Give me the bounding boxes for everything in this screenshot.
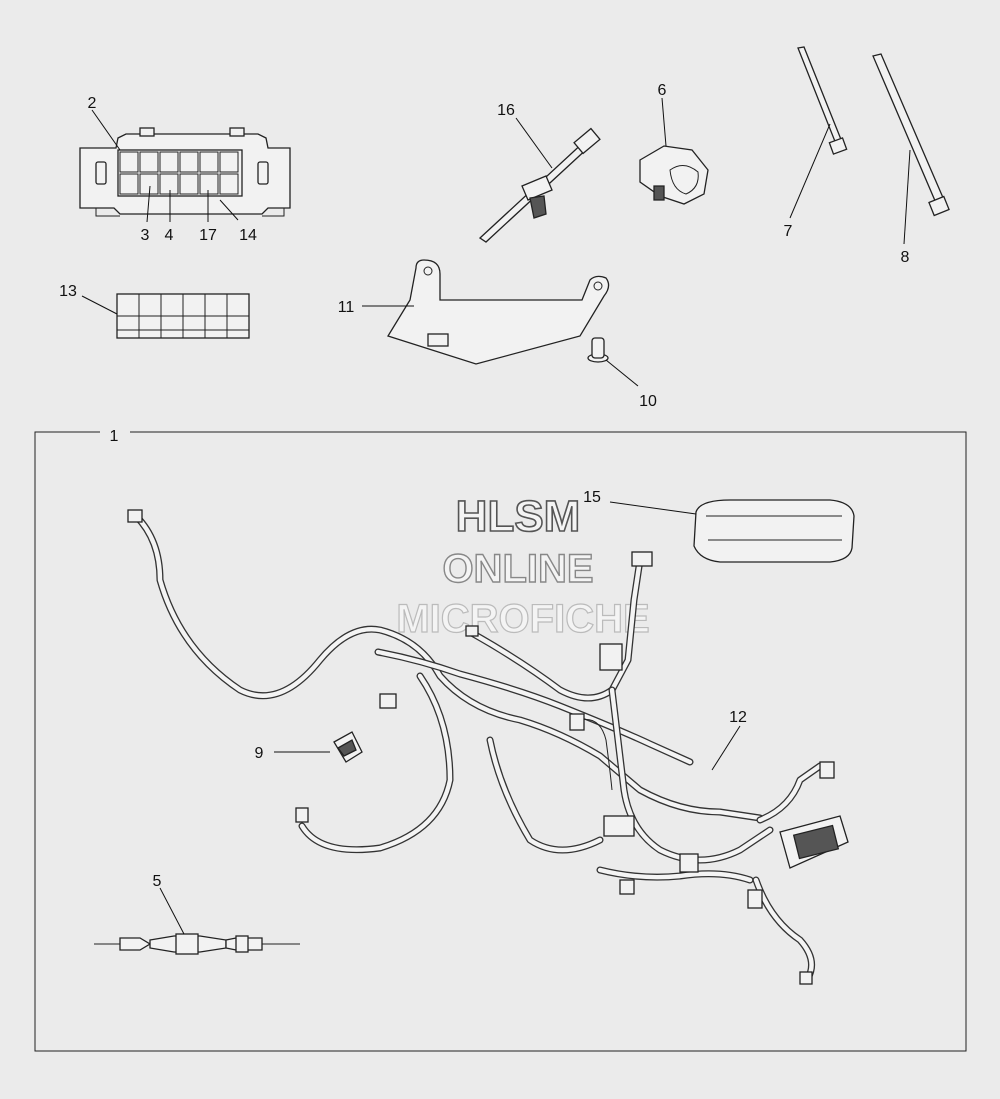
watermark-line-1: HLSM [456, 492, 581, 541]
callout-5: 5 [153, 873, 162, 890]
part-15-cover[interactable] [693, 499, 855, 563]
callout-1: 1 [110, 428, 119, 445]
part-2-relay-box[interactable] [79, 127, 291, 217]
part-7-cable-tie[interactable] [797, 46, 848, 155]
callout-14: 14 [239, 227, 257, 244]
callout-6: 6 [658, 82, 667, 99]
callout-13: 13 [59, 283, 77, 300]
callout-15: 15 [583, 489, 601, 506]
callout-4: 4 [165, 227, 174, 244]
part-5-inline-fuse-holder[interactable] [94, 933, 300, 955]
harness-assembly-frame [34, 431, 967, 1052]
callout-2: 2 [88, 95, 97, 112]
callout-16: 16 [497, 102, 515, 119]
watermark: HLSM ONLINE MICROFICHE [396, 491, 651, 641]
part-10-push-pin[interactable] [587, 337, 609, 363]
callout-17: 17 [199, 227, 217, 244]
part-16-cable-tie-mount[interactable] [478, 127, 601, 243]
callout-10: 10 [639, 393, 657, 410]
callout-9: 9 [255, 745, 264, 762]
relay-grid [117, 149, 243, 197]
part-9-connector[interactable] [333, 731, 363, 763]
part-13-fuse-label[interactable] [116, 293, 250, 339]
part-11-bracket[interactable] [387, 259, 610, 365]
leader-lines [81, 97, 911, 935]
part-6-harness-clip[interactable] [639, 145, 709, 205]
callout-11: 11 [338, 299, 355, 316]
callout-7: 7 [784, 223, 793, 240]
main-wiring-harness[interactable] [127, 509, 849, 985]
watermark-line-3: MICROFICHE [396, 597, 649, 641]
callout-12: 12 [729, 709, 747, 726]
callout-3: 3 [141, 227, 150, 244]
callouts: 1 2 3 4 5 6 7 8 9 10 11 12 13 14 15 16 1… [59, 82, 909, 890]
watermark-line-2: ONLINE [442, 547, 593, 591]
part-8-cable-tie-long[interactable] [872, 53, 950, 217]
callout-8: 8 [901, 249, 910, 266]
